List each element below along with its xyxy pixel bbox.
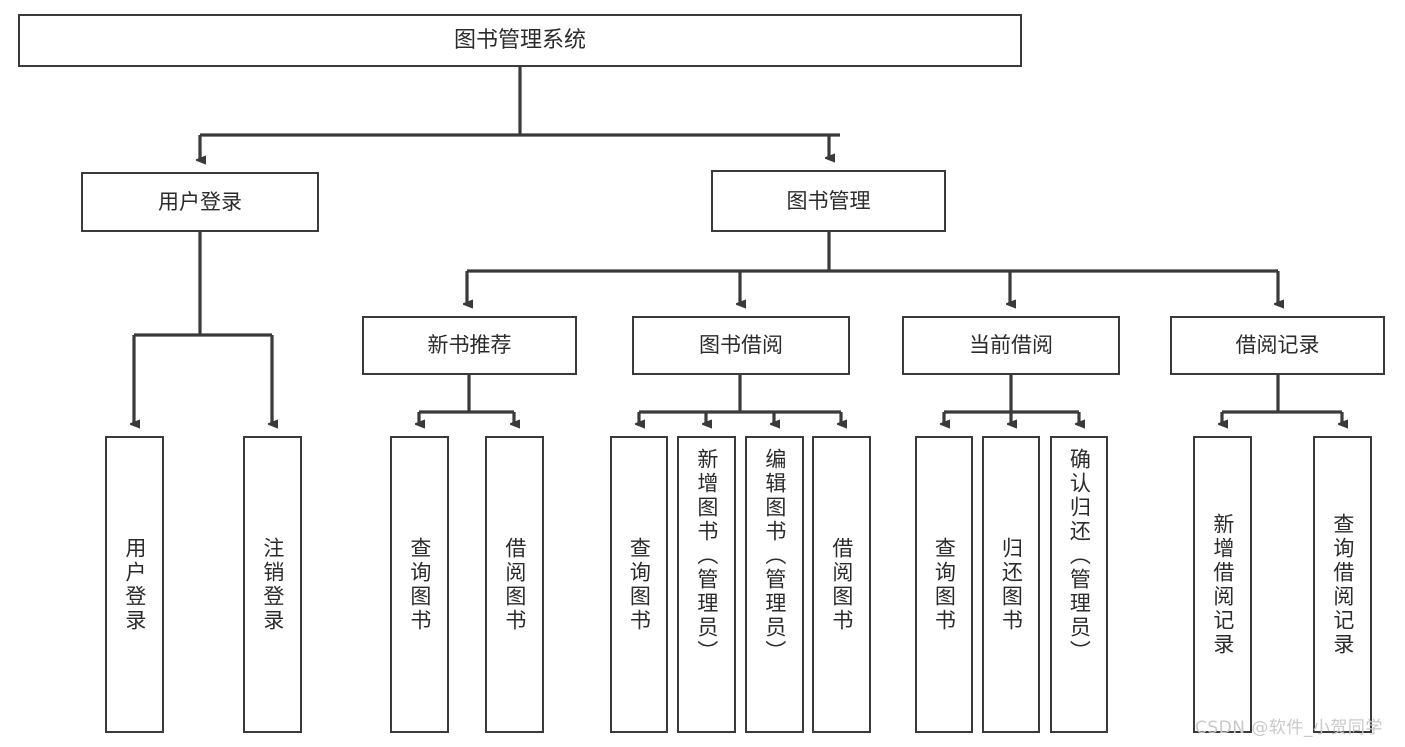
node-borrow-records[interactable]: 借阅记录	[1170, 316, 1385, 375]
leaf-query-borrow-record[interactable]: 查询借阅记录	[1313, 436, 1372, 733]
leaf-query-book-borrow-label: 查询图书	[627, 536, 652, 633]
leaf-borrow-book-new-label: 借阅图书	[502, 536, 527, 633]
node-root[interactable]: 图书管理系统	[18, 14, 1022, 67]
leaf-borrow-book[interactable]: 借阅图书	[812, 436, 871, 733]
leaf-query-book-current-label: 查询图书	[932, 536, 957, 633]
leaf-confirm-return-admin[interactable]: 确认归还（管理员）	[1050, 436, 1108, 733]
node-book-management[interactable]: 图书管理	[711, 170, 946, 232]
leaf-query-borrow-record-label: 查询借阅记录	[1330, 512, 1355, 657]
leaf-logout-label: 注销登录	[260, 536, 285, 633]
leaf-add-book-admin-label: 新增图书（管理员）	[694, 448, 719, 664]
node-borrow-records-label: 借阅记录	[1235, 333, 1320, 358]
leaf-query-book-current[interactable]: 查询图书	[915, 436, 973, 733]
leaf-logout[interactable]: 注销登录	[243, 436, 302, 733]
node-new-book-recommend[interactable]: 新书推荐	[362, 316, 577, 375]
leaf-confirm-return-admin-label: 确认归还（管理员）	[1067, 448, 1092, 664]
leaf-borrow-book-new[interactable]: 借阅图书	[485, 436, 544, 733]
leaf-return-book[interactable]: 归还图书	[982, 436, 1040, 733]
leaf-user-login-label: 用户登录	[122, 536, 147, 633]
node-book-borrow-label: 图书借阅	[699, 333, 783, 358]
leaf-edit-book-admin-label: 编辑图书（管理员）	[762, 448, 787, 664]
leaf-borrow-book-label: 借阅图书	[829, 536, 854, 633]
node-current-borrow[interactable]: 当前借阅	[902, 316, 1120, 375]
leaf-add-book-admin[interactable]: 新增图书（管理员）	[677, 436, 736, 733]
node-new-book-recommend-label: 新书推荐	[427, 333, 512, 358]
watermark: CSDN @软件_小贺同学	[1195, 718, 1383, 738]
leaf-user-login[interactable]: 用户登录	[105, 436, 164, 733]
node-book-borrow[interactable]: 图书借阅	[632, 316, 850, 375]
node-current-borrow-label: 当前借阅	[969, 333, 1053, 358]
leaf-add-borrow-record-label: 新增借阅记录	[1210, 512, 1235, 657]
leaf-edit-book-admin[interactable]: 编辑图书（管理员）	[745, 436, 804, 733]
leaf-query-book-borrow[interactable]: 查询图书	[610, 436, 668, 733]
node-root-label: 图书管理系统	[453, 27, 586, 53]
node-user-login[interactable]: 用户登录	[81, 172, 319, 232]
leaf-return-book-label: 归还图书	[999, 536, 1024, 633]
leaf-add-borrow-record[interactable]: 新增借阅记录	[1193, 436, 1252, 733]
leaf-query-book-new-label: 查询图书	[407, 536, 432, 633]
node-book-management-label: 图书管理	[786, 188, 871, 213]
leaf-query-book-new[interactable]: 查询图书	[390, 436, 449, 733]
node-user-login-label: 用户登录	[158, 189, 242, 214]
